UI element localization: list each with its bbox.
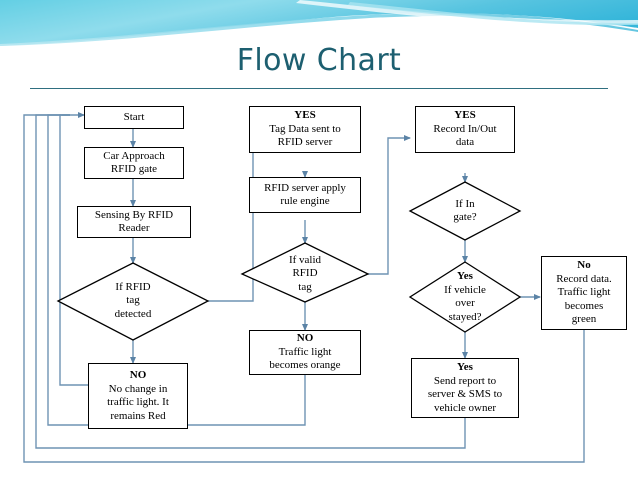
node-line: detected: [114, 307, 152, 320]
node-line: Car Approach: [103, 149, 165, 162]
node-traffic-light-becomes-orange[interactable]: NO Traffic light becomes orange: [249, 330, 361, 375]
node-line: stayed?: [448, 310, 482, 323]
node-line: If valid: [288, 253, 322, 266]
node-line: Traffic light: [278, 345, 332, 358]
node-if-in-gate[interactable]: If In gate?: [425, 196, 505, 226]
node-line: RFID gate: [110, 163, 158, 175]
node-line: No change in: [108, 382, 168, 395]
node-if-vehicle-over-stayed[interactable]: Yes If vehicle over stayed?: [423, 269, 507, 325]
node-record-data-traffic-light-green[interactable]: No Record data. Traffic light becomes gr…: [541, 256, 627, 330]
node-line: remains Red: [110, 409, 166, 422]
node-line: RFID server apply: [264, 181, 346, 194]
node-sensing-by-rfid-reader[interactable]: Sensing By RFID Reader: [77, 206, 191, 238]
node-line: gate?: [453, 211, 477, 223]
node-line: If vehicle: [444, 283, 486, 296]
node-record-in-out-data[interactable]: YES Record In/Out data: [415, 106, 515, 153]
node-line: tag: [298, 280, 312, 293]
shape-diamond-if-overstay: [408, 261, 522, 333]
node-line: NO: [296, 332, 314, 345]
node-line: traffic light. It: [107, 396, 169, 408]
node-line: Reader: [118, 222, 150, 234]
node-line: YES: [294, 109, 316, 122]
node-line: If RFID: [115, 280, 151, 293]
node-line: rule engine: [280, 195, 330, 207]
header-wave-decoration: [0, 0, 638, 46]
node-if-rfid-tag-detected[interactable]: If RFID tag detected: [78, 277, 188, 325]
node-line: vehicle owner: [434, 401, 496, 414]
node-line: RFID server: [277, 136, 333, 149]
node-line: No: [577, 259, 591, 272]
node-line: Send report to: [433, 374, 497, 387]
node-line: server & SMS to: [427, 388, 503, 400]
node-line: If In: [455, 197, 475, 210]
title-divider: [30, 88, 608, 89]
node-car-approach[interactable]: Car Approach RFID gate: [84, 147, 184, 179]
node-send-report-to-server-and-sms[interactable]: Yes Send report to server & SMS to vehic…: [411, 358, 519, 418]
node-line: Traffic light: [557, 286, 611, 299]
node-no-change-traffic-light[interactable]: NO No change in traffic light. It remain…: [88, 363, 188, 429]
node-line: Record In/Out: [433, 122, 497, 135]
edge-green-loop: [23, 114, 585, 463]
node-rfid-server-apply-rule-engine[interactable]: RFID server apply rule engine: [249, 177, 361, 213]
shape-diamond-if-rfid-tag: [56, 262, 210, 341]
node-line: becomes orange: [269, 359, 341, 372]
node-line: data: [455, 136, 475, 149]
node-line: over: [455, 297, 475, 309]
node-line: tag: [126, 294, 140, 307]
node-line: YES: [454, 109, 476, 122]
node-line: Record data.: [556, 272, 612, 285]
shape-diamond-if-valid-tag: [240, 242, 370, 303]
node-line: RFID: [292, 267, 318, 280]
node-tag-data-sent-to-rfid-server[interactable]: YES Tag Data sent to RFID server: [249, 106, 361, 153]
node-line: NO: [129, 369, 147, 381]
node-line: Yes: [457, 270, 473, 282]
node-line: Start: [123, 110, 145, 123]
page-title: Flow Chart: [236, 43, 402, 78]
node-if-valid-rfid-tag[interactable]: If valid RFID tag: [258, 252, 352, 296]
edge-ifvalid-to-record: [368, 135, 411, 275]
node-line: Yes: [457, 361, 473, 373]
shape-diamond-if-in-gate: [408, 181, 522, 241]
node-line: Tag Data sent to: [269, 122, 341, 135]
node-start[interactable]: Start: [84, 106, 184, 129]
node-line: green: [571, 313, 597, 326]
node-line: becomes: [564, 299, 604, 312]
node-line: Sensing By RFID: [94, 208, 174, 221]
